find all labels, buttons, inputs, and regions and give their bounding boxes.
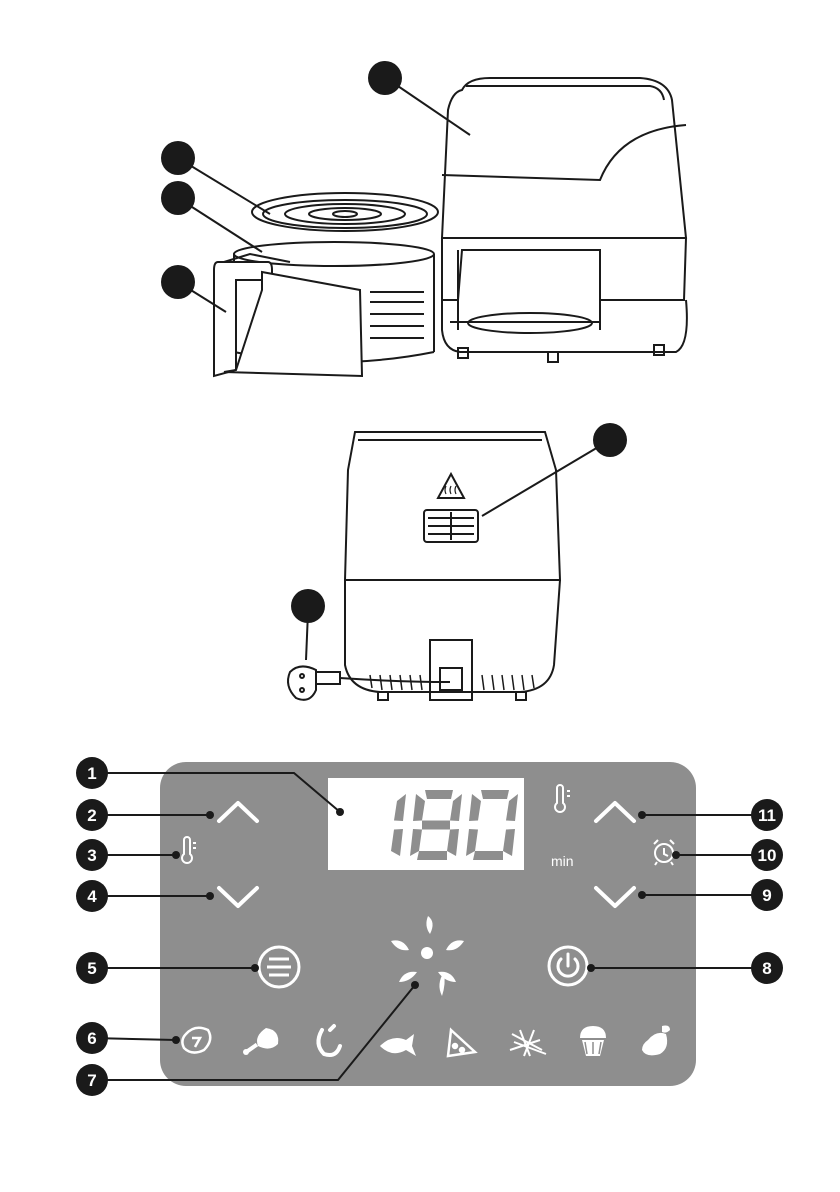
- callout-badge-7: 7: [76, 1064, 108, 1096]
- segment-d: [473, 851, 503, 860]
- callout-number: 7: [87, 1071, 96, 1090]
- callout-number: 11: [758, 806, 776, 825]
- callout-number: 6: [87, 1029, 96, 1048]
- bottom-vent-slots: [370, 675, 534, 690]
- callout-number: 9: [762, 886, 771, 905]
- callout-badge-handle: [161, 265, 195, 299]
- callout-badge-3: 3: [76, 839, 108, 871]
- segment-a: [425, 790, 453, 799]
- callout-badge-1: 1: [76, 757, 108, 789]
- callout-number: 1: [87, 764, 96, 783]
- callout-number: 5: [87, 959, 96, 978]
- callout-badge-housing: [368, 61, 402, 95]
- segment-a: [481, 790, 509, 799]
- callout-badge-grill-plate: [161, 141, 195, 175]
- callout-number: 2: [87, 806, 96, 825]
- callout-badge-power-cord: [291, 589, 325, 623]
- segment-g: [422, 821, 450, 830]
- callout-badge-air-outlet: [593, 423, 627, 457]
- grill-plate: [252, 193, 438, 231]
- callout-badge-8: 8: [751, 952, 783, 984]
- callout-badge-11: 11: [751, 799, 783, 831]
- callout-badge-6: 6: [76, 1022, 108, 1054]
- control-panel: min: [160, 762, 696, 1086]
- callout-number: 4: [87, 887, 97, 906]
- callout-badge-4: 4: [76, 880, 108, 912]
- callout-number: 10: [758, 846, 777, 865]
- callout-badge-10: 10: [751, 839, 783, 871]
- segment-d: [417, 851, 447, 860]
- display-unit-label: min: [551, 853, 574, 869]
- callout-badge-basket: [161, 181, 195, 215]
- callout-badge-9: 9: [751, 879, 783, 911]
- callout-badge-2: 2: [76, 799, 108, 831]
- callout-number: 3: [87, 846, 96, 865]
- callout-number: 8: [762, 959, 771, 978]
- housing: [442, 78, 687, 362]
- callout-badge-5: 5: [76, 952, 108, 984]
- rear-view: [288, 432, 560, 700]
- basket: [214, 242, 434, 376]
